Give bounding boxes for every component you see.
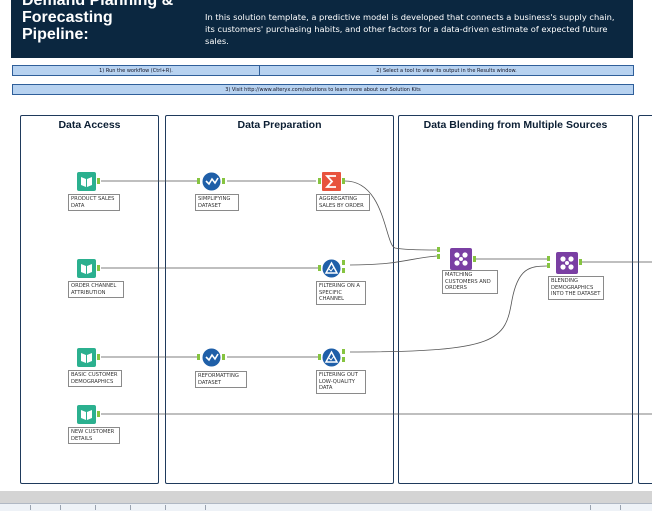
output-anchor[interactable] [97, 265, 100, 271]
right-input-anchor[interactable] [547, 263, 550, 268]
tool-label: BLENDING DEMOGRAPHICS INTO THE DATASET [548, 276, 604, 300]
book-input-icon [77, 348, 96, 367]
connection-line [344, 180, 438, 251]
toolbar-divider [620, 505, 621, 510]
checkmark-select-icon [202, 348, 221, 367]
section-title: Data Access [58, 119, 121, 131]
true-anchor[interactable] [342, 260, 345, 265]
output-anchor[interactable] [222, 354, 225, 360]
join-tool-blending[interactable] [556, 252, 578, 274]
toolbar-divider [60, 505, 61, 510]
checkmark-select-icon [202, 172, 221, 191]
tool-label: REFORMATTING DATASET [195, 371, 247, 389]
output-anchor[interactable] [473, 256, 476, 262]
section-title: Data Blending from Multiple Sources [423, 119, 608, 131]
input-anchor[interactable] [318, 178, 321, 184]
input-anchor[interactable] [197, 178, 200, 184]
bottom-toolbar[interactable] [0, 503, 652, 511]
connection-line [349, 265, 548, 353]
left-input-anchor[interactable] [547, 256, 550, 261]
toolbar-divider [130, 505, 131, 510]
toolbar-divider [30, 505, 31, 510]
right-input-anchor[interactable] [437, 254, 440, 259]
tool-label: AGGREGATING SALES BY ORDER [316, 194, 370, 212]
output-anchor[interactable] [97, 178, 100, 184]
header-banner: Demand Planning & Forecasting Pipeline: … [11, 0, 633, 58]
workflow-description: In this solution template, a predictive … [205, 12, 615, 46]
input-tool-basic-customer[interactable] [77, 348, 96, 367]
summarize-tool-aggregating[interactable] [322, 172, 341, 191]
sigma-summarize-icon [322, 172, 341, 191]
book-input-icon [77, 405, 96, 424]
section-next-partial[interactable] [638, 115, 652, 484]
tool-label: FILTERING ON A SPECIFIC CHANNEL [316, 281, 366, 305]
tool-label: MATCHING CUSTOMERS AND ORDERS [442, 270, 498, 294]
tool-label: FILTERING OUT LOW-QUALITY DATA [316, 370, 366, 394]
join-nodes-icon [556, 252, 578, 274]
input-tool-new-customer[interactable] [77, 405, 96, 424]
select-tool-reformatting[interactable] [202, 348, 221, 367]
tool-label: SIMPLIFYING DATASET [195, 194, 239, 212]
connection-line [349, 255, 438, 266]
instruction-visit-site: 3) Visit http://www.alteryx.com/solution… [12, 84, 634, 95]
book-input-icon [77, 259, 96, 278]
input-tool-order-channel[interactable] [77, 259, 96, 278]
input-tool-product-sales[interactable] [77, 172, 96, 191]
join-tool-matching[interactable] [450, 248, 472, 270]
select-tool-simplifying[interactable] [202, 172, 221, 191]
toolbar-divider [590, 505, 591, 510]
toolbar-divider [165, 505, 166, 510]
false-anchor[interactable] [342, 268, 345, 273]
input-anchor[interactable] [197, 354, 200, 360]
tool-label: ORDER CHANNEL ATTRIBUTION [68, 281, 124, 299]
book-input-icon [77, 172, 96, 191]
toolbar-divider [205, 505, 206, 510]
output-anchor[interactable] [342, 178, 345, 184]
workflow-title: Demand Planning & Forecasting Pipeline: [22, 0, 174, 43]
filter-tool-channel[interactable] [322, 259, 341, 278]
tool-label: BASIC CUSTOMER DEMOGRAPHICS [68, 370, 122, 388]
input-anchor[interactable] [318, 265, 321, 271]
toolbar-divider [95, 505, 96, 510]
output-anchor[interactable] [97, 354, 100, 360]
instruction-select-tool: 2) Select a tool to view its output in t… [259, 65, 634, 76]
triangle-filter-icon [322, 259, 341, 278]
filter-tool-quality[interactable] [322, 348, 341, 367]
triangle-filter-icon [322, 348, 341, 367]
input-anchor[interactable] [318, 354, 321, 360]
true-anchor[interactable] [342, 349, 345, 354]
output-anchor[interactable] [97, 411, 100, 417]
output-anchor[interactable] [222, 178, 225, 184]
tool-label: PRODUCT SALES DATA [68, 194, 120, 212]
false-anchor[interactable] [342, 357, 345, 362]
canvas-scrollbar[interactable] [0, 491, 652, 503]
left-input-anchor[interactable] [437, 247, 440, 252]
section-title: Data Preparation [237, 119, 322, 131]
tool-label: NEW CUSTOMER DETAILS [68, 427, 120, 445]
output-anchor[interactable] [579, 259, 582, 265]
join-nodes-icon [450, 248, 472, 270]
